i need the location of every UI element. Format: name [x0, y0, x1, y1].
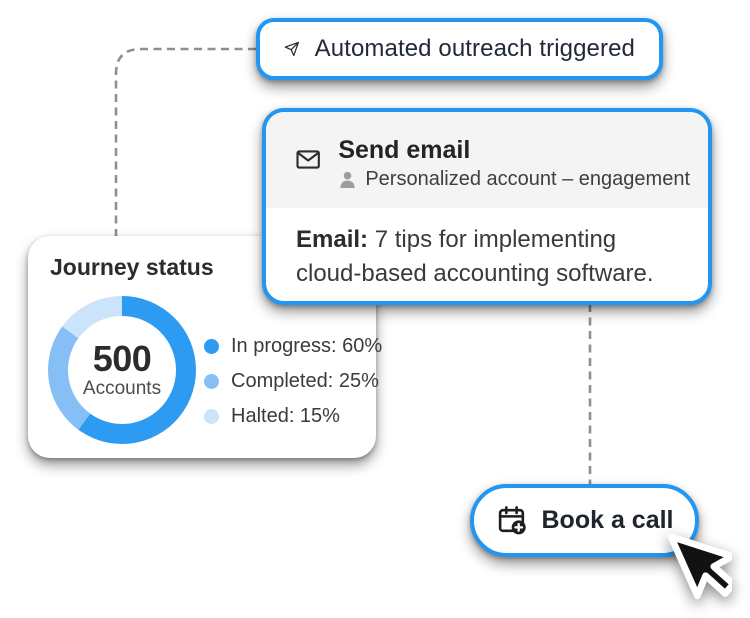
email-card-audience: Personalized account – engagement — [365, 168, 690, 190]
legend-dot — [204, 339, 219, 354]
send-email-card[interactable]: Send email Personalized account – engage… — [262, 108, 712, 305]
send-email-card-header: Send email Personalized account – engage… — [266, 112, 708, 208]
journey-donut-center: 500 Accounts — [68, 316, 176, 424]
journey-legend: In progress: 60% Completed: 25% Halted: … — [204, 335, 382, 428]
legend-label: Halted: 15% — [231, 405, 340, 427]
accounts-label: Accounts — [82, 377, 162, 399]
legend-dot — [204, 409, 219, 424]
calendar-add-icon — [498, 506, 526, 535]
envelope-icon — [296, 150, 320, 169]
legend-row-halted: Halted: 15% — [204, 405, 382, 428]
cta-pill-label: Book a call — [541, 506, 674, 534]
legend-dot — [204, 374, 219, 389]
email-subject-value: 7 tips for implementing cloud-based acco… — [296, 226, 654, 287]
legend-row-completed: Completed: 25% — [204, 370, 382, 393]
mouse-cursor-arrow — [646, 528, 737, 618]
legend-label: In progress: 60% — [231, 335, 383, 357]
email-card-title: Send email — [338, 136, 471, 164]
email-subject-text: Email: 7 tips for implementing cloud-bas… — [296, 223, 678, 291]
email-subject-label: Email: — [296, 226, 369, 253]
journey-status-title: Journey status — [50, 254, 214, 280]
send-email-card-body: Email: 7 tips for implementing cloud-bas… — [266, 208, 708, 291]
legend-label: Completed: 25% — [231, 370, 379, 392]
trigger-pill-label: Automated outreach triggered — [314, 35, 635, 62]
send-icon — [284, 41, 299, 57]
automated-outreach-pill[interactable]: Automated outreach triggered — [256, 18, 663, 80]
pointer-arrow-icon — [667, 533, 737, 600]
journey-donut: 500 Accounts — [48, 296, 196, 444]
accounts-count: 500 — [92, 337, 152, 379]
person-icon — [340, 171, 355, 189]
legend-row-in-progress: In progress: 60% — [204, 335, 382, 358]
book-a-call-button[interactable]: Book a call — [470, 484, 699, 557]
connector-trigger-to-journey — [114, 47, 256, 236]
